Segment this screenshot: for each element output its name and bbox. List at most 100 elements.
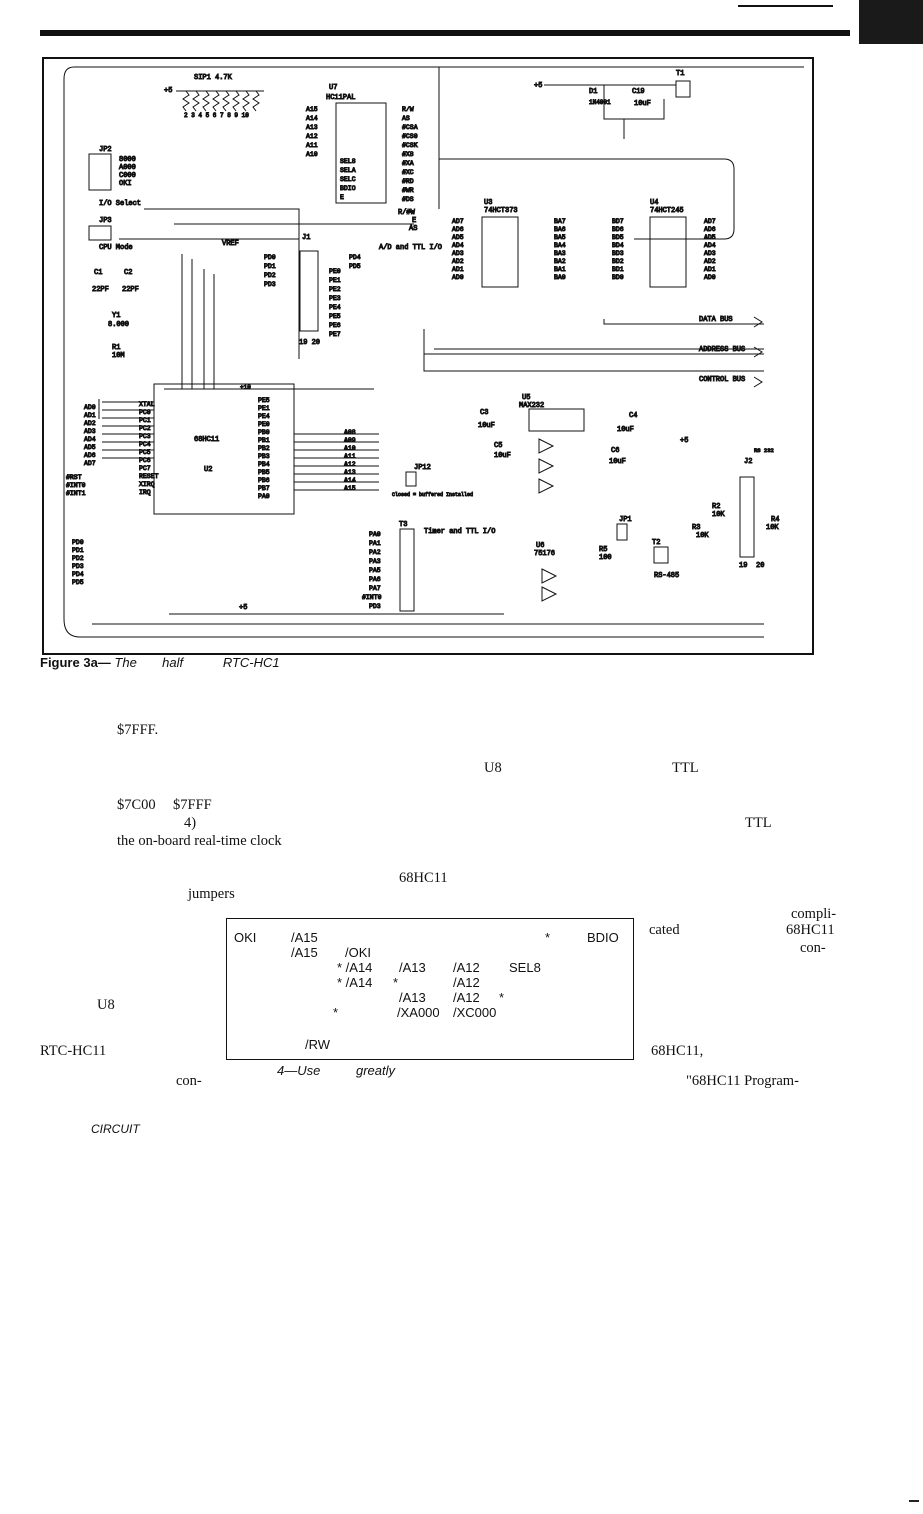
schematic-label: +5 <box>239 604 247 612</box>
schematic-label: 10K <box>712 511 725 519</box>
page-corner-tab <box>859 0 923 44</box>
schematic-label: PD4 <box>349 254 361 261</box>
text-fragment: greatly <box>356 1063 396 1078</box>
schematic-label: 20 <box>756 562 764 570</box>
schematic-label: RS-485 <box>654 572 679 580</box>
figure-caption: Figure 3a— The half RTC-HC1 <box>40 655 280 670</box>
schematic-label: C19 <box>632 88 645 96</box>
schematic-label: C4 <box>629 412 637 420</box>
schematic-label: AD5 <box>84 444 96 451</box>
schematic-label: BD6 <box>612 226 624 233</box>
text-fragment: 68HC11 <box>399 870 448 886</box>
schematic-label: BA6 <box>554 226 566 233</box>
schematic-label: BDIO <box>340 185 356 192</box>
schematic-label: #CSK <box>402 142 418 149</box>
text-fragment: compli- <box>791 906 837 922</box>
schematic-label: PC7 <box>139 465 151 472</box>
schematic-label: 100 <box>599 554 612 562</box>
schematic-label: AD3 <box>704 250 716 257</box>
schematic-label: A12 <box>306 133 318 140</box>
schematic-label: CONTROL BUS <box>699 376 745 384</box>
schematic-label: AD4 <box>452 242 464 249</box>
text-fragment: U8 <box>484 760 502 776</box>
schematic-label: U4 <box>650 199 658 207</box>
schematic-label: AD0 <box>452 274 464 281</box>
plus5-label: +5 <box>164 87 172 95</box>
schematic-label: A10 <box>344 445 356 452</box>
schematic-label: 10uF <box>478 422 495 430</box>
schematic-label: PD1 <box>72 547 84 554</box>
top-rule <box>40 30 850 36</box>
schematic-label: C6 <box>611 447 619 455</box>
schematic-label: BD7 <box>612 218 624 225</box>
schematic-figure: SIP1 4.7K +5 2 3 4 5 6 7 8 9 10 JP2 8000… <box>42 57 814 655</box>
svg-text:19 20: 19 20 <box>299 339 320 347</box>
schematic-label: XIRQ <box>139 481 155 488</box>
schematic-label: A11 <box>306 142 318 149</box>
schematic-label: AD6 <box>84 452 96 459</box>
schematic-label: BA4 <box>554 242 566 249</box>
schematic-label: PE0 <box>258 421 270 428</box>
text-fragment: 4) <box>184 815 197 831</box>
schematic-label: A15 <box>306 106 318 113</box>
schematic-label: BA1 <box>554 266 566 273</box>
schematic-label: PA6 <box>369 576 381 583</box>
schematic-label: AD4 <box>704 242 716 249</box>
text-fragment: "68HC11 Program- <box>686 1073 799 1089</box>
schematic-label: PC2 <box>139 425 151 432</box>
schematic-label: 10uF <box>609 458 626 466</box>
schematic-label: DATA BUS <box>699 316 733 324</box>
schematic-label: MAX232 <box>519 402 544 410</box>
schematic-label: AD7 <box>84 460 96 467</box>
schematic-label: PE1 <box>329 277 341 284</box>
schematic-label: 19 <box>739 562 747 570</box>
schematic-label: T2 <box>652 539 660 547</box>
schematic-label: PC1 <box>139 417 151 424</box>
y1-label: Y1 <box>112 312 120 320</box>
schematic-label: PE5 <box>329 313 341 320</box>
schematic-label: PD2 <box>264 272 276 279</box>
schematic-label: PE6 <box>329 322 341 329</box>
schematic-label: #XC <box>402 169 414 176</box>
schematic-label: PD0 <box>72 539 84 546</box>
schematic-label: PB1 <box>258 437 270 444</box>
schematic-label: PC4 <box>139 441 151 448</box>
schematic-label: U3 <box>484 199 492 207</box>
schematic-label: AD1 <box>84 412 96 419</box>
schematic-label: PE4 <box>329 304 341 311</box>
schematic-label: #INT1 <box>66 490 86 497</box>
schematic-label: 74HCT245 <box>650 207 684 215</box>
schematic-label: A/D and TTL I/O <box>379 244 442 252</box>
u7-type: HC11PAL <box>326 94 355 102</box>
schematic-label: PA1 <box>369 540 381 547</box>
text-fragment: cated <box>649 922 680 938</box>
pal-equation-box: OKI /A15 * BDIO /A15 /OKI * /A14 /A13 /A… <box>226 918 634 1060</box>
schematic-label: T3 <box>399 521 407 529</box>
schematic-label: AD2 <box>84 420 96 427</box>
text-fragment: TTL <box>672 760 699 776</box>
schematic-label: J1 <box>302 234 310 242</box>
schematic-label: BD3 <box>612 250 624 257</box>
schematic-label: R3 <box>692 524 700 532</box>
schematic-label: PB2 <box>258 445 270 452</box>
schematic-label: BD4 <box>612 242 624 249</box>
schematic-label: 74HCT373 <box>484 207 518 215</box>
schematic-label: PC3 <box>139 433 151 440</box>
schematic-label: PA0 <box>258 493 270 500</box>
schematic-label: A09 <box>344 437 356 444</box>
schematic-label: #RST <box>66 474 82 481</box>
schematic-label: RESET <box>139 473 159 480</box>
schematic-label: #WR <box>402 187 414 194</box>
schematic-label: A13 <box>306 124 318 131</box>
text-fragment: 68HC11 <box>786 922 835 938</box>
text-fragment: TTL <box>745 815 772 831</box>
schematic-label: PC6 <box>139 457 151 464</box>
schematic-label: PA0 <box>369 531 381 538</box>
schematic-label: BA5 <box>554 234 566 241</box>
text-fragment: 68HC11, <box>651 1043 704 1059</box>
schematic-label: PB3 <box>258 453 270 460</box>
schematic-label: PE4 <box>258 413 270 420</box>
schematic-label: SELC <box>340 176 356 183</box>
schematic-label: PD3 <box>264 281 276 288</box>
schematic-label: AS <box>402 115 410 122</box>
